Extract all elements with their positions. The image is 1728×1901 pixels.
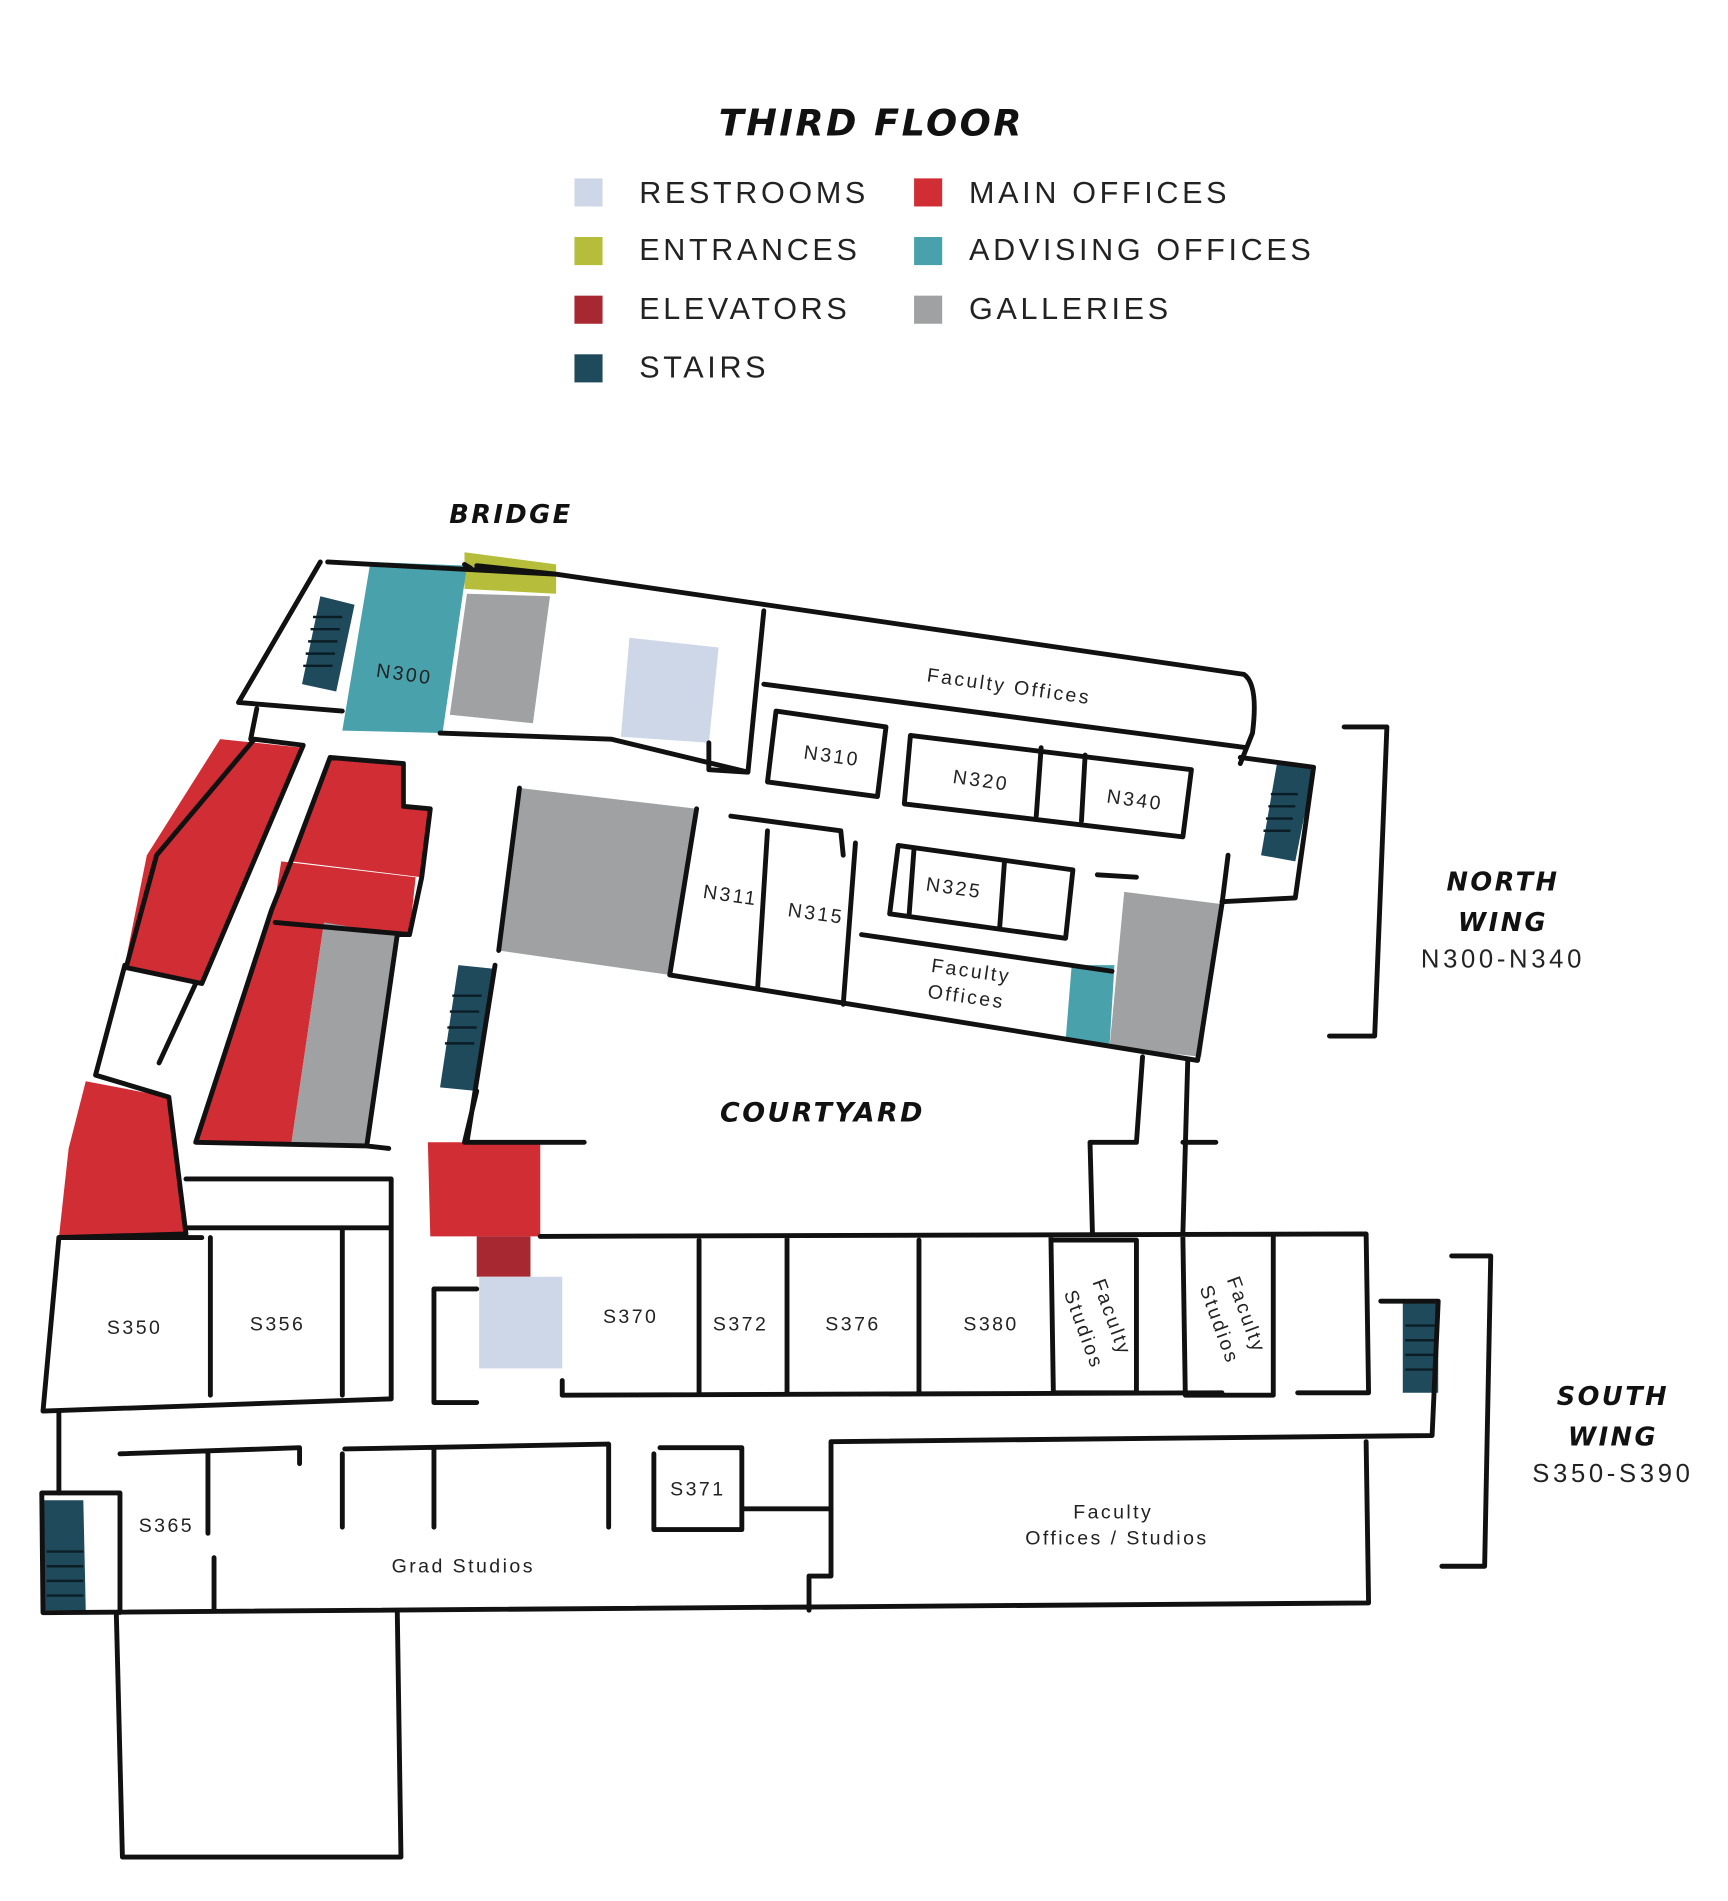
svg-text:ADVISING OFFICES: ADVISING OFFICES: [969, 233, 1314, 267]
main-office-4: [195, 910, 324, 1146]
room-s371: S371: [670, 1478, 725, 1500]
room-n320: N320: [951, 766, 1010, 796]
room-s350: S350: [107, 1317, 162, 1339]
room-faculty-offices-north: Faculty Offices: [926, 664, 1093, 709]
room-n325: N325: [925, 874, 984, 904]
room-s370: S370: [603, 1306, 658, 1328]
stairs-south-west: [41, 1500, 86, 1611]
gallery-west: [291, 922, 398, 1146]
room-grad-studios: Grad Studios: [392, 1555, 535, 1577]
legend-item-main-offices: MAIN OFFICES: [914, 176, 1230, 210]
gallery-north: [449, 593, 551, 724]
advising-office-n300: [342, 561, 467, 734]
room-faculty-offices-studios-1: Faculty: [1073, 1502, 1153, 1524]
stairs-north-west: [302, 596, 355, 692]
room-s380: S380: [963, 1313, 1018, 1335]
legend-item-stairs: STAIRS: [574, 351, 769, 385]
south-wing-label-1: SOUTH: [1557, 1382, 1669, 1412]
south-wing-label-2: WING: [1568, 1422, 1658, 1452]
legend-item-galleries: GALLERIES: [914, 292, 1172, 326]
map-title: THIRD FLOOR: [719, 102, 1024, 145]
svg-text:ELEVATORS: ELEVATORS: [639, 292, 850, 326]
svg-text:ENTRANCES: ENTRANCES: [639, 233, 860, 267]
bridge-label: BRIDGE: [449, 500, 572, 530]
room-n311: N311: [702, 881, 760, 910]
courtyard-label: COURTYARD: [720, 1098, 925, 1129]
main-office-5: [58, 1081, 186, 1238]
room-n315: N315: [786, 899, 845, 929]
room-s372: S372: [713, 1313, 768, 1335]
restroom-south: [479, 1276, 563, 1369]
svg-text:MAIN OFFICES: MAIN OFFICES: [969, 176, 1230, 210]
colored-areas: [41, 552, 1439, 1611]
advising-office-east: [1065, 965, 1115, 1045]
main-office-1: [124, 739, 304, 984]
room-n340: N340: [1105, 786, 1164, 816]
stair-treads: [46, 615, 1435, 1597]
main-office-3: [271, 861, 416, 935]
stairs-north-east: [1261, 763, 1314, 862]
room-n310: N310: [802, 742, 861, 772]
gallery-large: [498, 788, 697, 975]
walls: [39, 559, 1494, 1860]
legend-item-advising-offices: ADVISING OFFICES: [914, 233, 1314, 267]
svg-text:STAIRS: STAIRS: [639, 351, 769, 385]
main-office-2: [291, 757, 431, 878]
legend-item-entrances: ENTRANCES: [574, 233, 860, 267]
svg-text:GALLERIES: GALLERIES: [969, 292, 1172, 326]
legend-item-restrooms: RESTROOMS: [574, 176, 869, 210]
restroom-north: [620, 637, 719, 743]
main-office-6: [427, 1142, 541, 1237]
room-faculty-offices-studios-2: Offices / Studios: [1025, 1527, 1208, 1549]
room-s376: S376: [825, 1313, 880, 1335]
south-wing-range: S350-S390: [1532, 1460, 1693, 1488]
legend-item-elevators: ELEVATORS: [574, 292, 850, 326]
north-wing-label-1: NORTH: [1446, 868, 1559, 898]
legend: RESTROOMS ENTRANCES ELEVATORS STAIRS MAI…: [574, 176, 1314, 385]
north-wing-label-2: WING: [1458, 908, 1548, 938]
elevator: [476, 1236, 531, 1277]
gallery-east: [1109, 891, 1222, 1057]
room-s365: S365: [139, 1515, 194, 1537]
svg-text:RESTROOMS: RESTROOMS: [639, 176, 869, 210]
room-s356: S356: [250, 1313, 305, 1335]
north-wing-range: N300-N340: [1421, 946, 1585, 974]
